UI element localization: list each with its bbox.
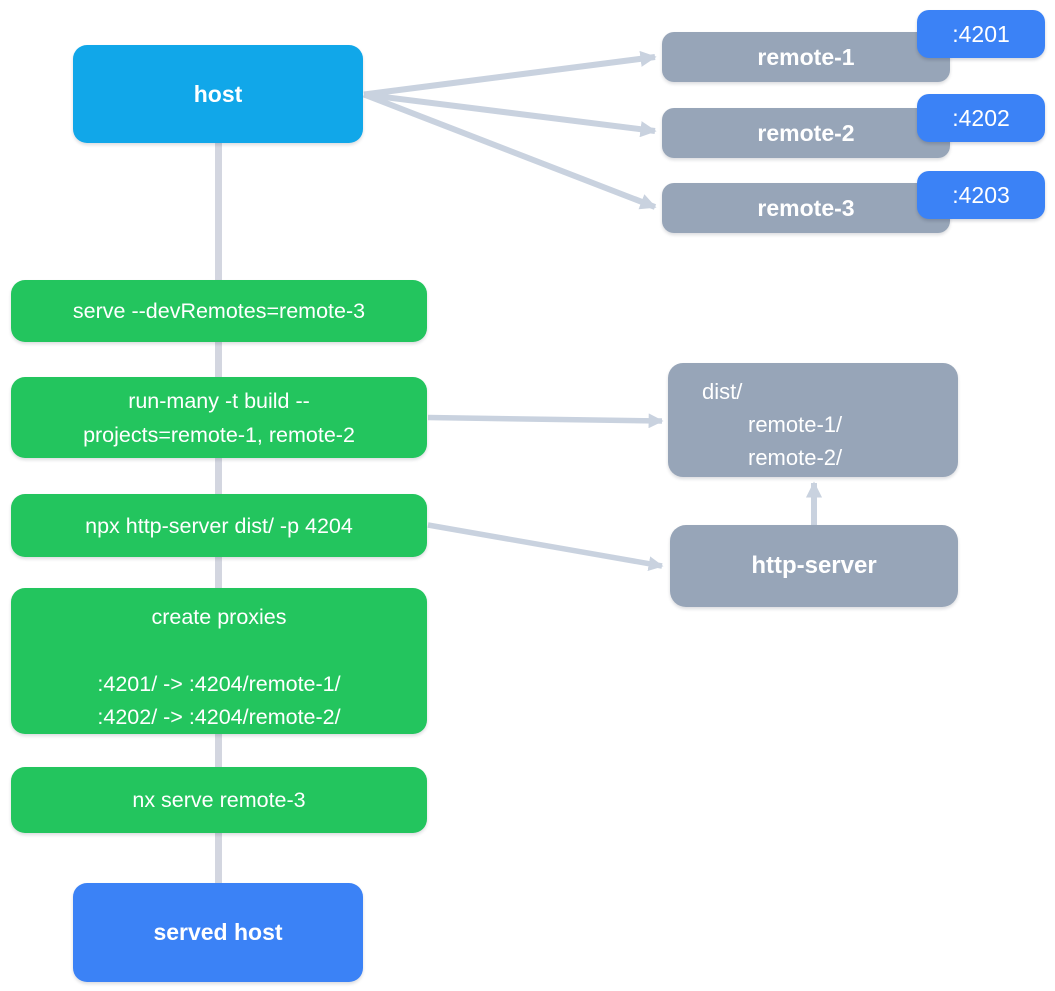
served-host-label: served host (153, 919, 283, 945)
edge-host-to-remote-1 (363, 50, 657, 98)
proxy-rule-2: :4202/ -> :4204/remote-2/ (97, 705, 341, 729)
command-nx-serve-label: nx serve remote-3 (132, 788, 306, 812)
edge-run-many-to-dist (427, 413, 664, 429)
remote-2-node: remote-2 (662, 108, 950, 158)
command-nx-serve-node: nx serve remote-3 (11, 767, 427, 833)
edge-host-to-remote-2 (363, 91, 657, 138)
port-badge-4203-label: :4203 (952, 181, 1010, 208)
dist-folder-line3: remote-2/ (748, 445, 843, 470)
create-proxies-title: create proxies (151, 605, 287, 629)
command-run-many-line1: run-many -t build -- (128, 388, 310, 413)
port-badge-4201-label: :4201 (952, 20, 1010, 47)
served-host-node: served host (73, 883, 363, 982)
command-serve-node: serve --devRemotes=remote-3 (11, 280, 427, 342)
remote-1-node: remote-1 (662, 32, 950, 82)
command-http-server-node: npx http-server dist/ -p 4204 (11, 494, 427, 557)
host-label: host (193, 80, 243, 107)
port-badge-4203: :4203 (917, 171, 1045, 219)
command-serve-label: serve --devRemotes=remote-3 (72, 299, 366, 323)
remote-1-label: remote-1 (757, 43, 855, 70)
remote-3-label: remote-3 (757, 194, 855, 221)
command-create-proxies-node: create proxies :4201/ -> :4204/remote-1/… (11, 588, 427, 734)
remote-3-node: remote-3 (662, 183, 950, 233)
port-badge-4202: :4202 (917, 94, 1045, 142)
http-server-label: http-server (751, 552, 877, 579)
port-badge-4201: :4201 (917, 10, 1045, 58)
dist-folder-line1: dist/ (702, 379, 743, 404)
http-server-node: http-server (670, 525, 958, 607)
dist-folder-line2: remote-1/ (748, 412, 843, 437)
port-badge-4202-label: :4202 (952, 104, 1010, 131)
edge-host-to-remote-3 (362, 91, 657, 210)
host-node: host (73, 45, 363, 143)
dist-folder-node: dist/ remote-1/ remote-2/ (668, 363, 958, 477)
command-http-server-label: npx http-server dist/ -p 4204 (85, 513, 353, 538)
edge-http-cmd-to-http-server (427, 522, 664, 572)
proxy-rule-1: :4201/ -> :4204/remote-1/ (97, 672, 341, 696)
command-run-many-node: run-many -t build -- projects=remote-1, … (11, 377, 427, 458)
command-run-many-line2: projects=remote-1, remote-2 (83, 422, 355, 447)
remote-2-label: remote-2 (757, 119, 855, 146)
